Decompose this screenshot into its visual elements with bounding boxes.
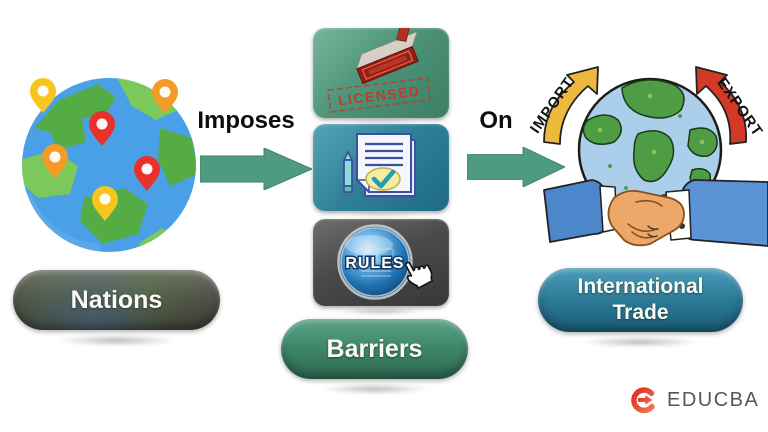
nations-label: Nations — [70, 285, 163, 314]
trade-label-line2: Trade — [612, 301, 669, 324]
import-arrow-icon — [543, 66, 599, 145]
flow-arrow-icon — [200, 148, 312, 190]
trade-label-line1: International — [577, 275, 704, 298]
card-reflection — [323, 307, 439, 316]
globe-reflection — [13, 270, 220, 330]
globe-handshake-icon: IMPORT EXPORT — [530, 66, 768, 247]
barriers-pill: Barriers — [281, 319, 468, 379]
rules-button-icon: RULES — [337, 224, 434, 300]
nations-reflection — [36, 333, 198, 348]
imposes-label: Imposes — [197, 107, 295, 134]
document-barrier-card — [313, 124, 449, 211]
card-reflection — [328, 212, 434, 217]
card-reflection — [328, 119, 434, 124]
rules-barrier-card: RULES — [313, 219, 449, 306]
export-arrow-icon — [695, 66, 747, 145]
educba-logo: EDUCBA — [629, 385, 759, 415]
educba-logo-text: EDUCBA — [667, 388, 760, 411]
hand-cursor-icon — [405, 261, 434, 289]
on-label: On — [479, 107, 513, 134]
license-barrier-card: LICENSED — [313, 28, 449, 118]
license-stamp-icon: LICENSED — [327, 28, 431, 113]
barriers-label: Barriers — [326, 334, 423, 363]
approved-document-icon — [342, 133, 416, 197]
rules-button-text: RULES — [345, 255, 404, 272]
educba-logo-icon — [631, 387, 655, 414]
flow-arrow-icon — [467, 147, 565, 187]
licensed-stamp-text: LICENSED — [337, 83, 421, 109]
globe-pins-icon — [22, 78, 196, 252]
nations-pill: Nations — [13, 270, 220, 330]
barriers-reflection — [302, 382, 448, 396]
handshake-icon — [543, 179, 768, 247]
trade-reflection — [560, 335, 720, 349]
international-trade-pill: International Trade — [538, 268, 743, 332]
